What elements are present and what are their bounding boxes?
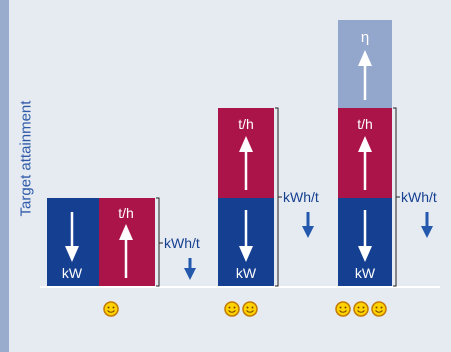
stage-1-th-arrowhead — [119, 224, 133, 240]
stage-2-smiley-icon-2 — [242, 301, 258, 317]
stage-2-kwht-label: kWh/t — [283, 189, 319, 205]
stage-1-kwht-label: kWh/t — [164, 235, 200, 251]
stage-2-group: t/h kW kWh/t — [218, 107, 319, 317]
stage-3-smiley-icon-1 — [335, 301, 351, 317]
stage-3-group: η t/h kW kWh/t — [335, 20, 437, 317]
stage-1-th-label: t/h — [118, 205, 134, 221]
stage-3-kw-arrowhead — [358, 246, 372, 262]
stage-3-th-arrowhead — [358, 136, 372, 152]
stage-3-eta-label: η — [361, 29, 369, 46]
stage-3-eta-arrowhead — [358, 50, 372, 66]
stage-2-smiley-icon-1 — [224, 301, 240, 317]
stage-1-kw-arrowhead — [65, 246, 79, 262]
stage-1-bracket — [156, 197, 160, 287]
stage-2-bracket — [275, 107, 279, 287]
stage-2-th-arrowhead — [239, 136, 253, 152]
stage-1-kw-label: kW — [62, 265, 83, 281]
stage-3-kw-label: kW — [355, 265, 376, 281]
stage-2-th-label: t/h — [238, 116, 254, 132]
stage-1-smiley-icon — [103, 301, 119, 317]
stage-2-kw-label: kW — [236, 265, 257, 281]
stage-3-th-label: t/h — [357, 116, 373, 132]
stage-3-bracket — [393, 107, 397, 287]
stage-3-smiley-icon-3 — [371, 301, 387, 317]
stage-3-smiley-icon-2 — [353, 301, 369, 317]
stage-3-kwht-label: kWh/t — [401, 189, 437, 205]
stage-2-kw-arrowhead — [239, 246, 253, 262]
stage-1-group: kW t/h kWh/t — [47, 197, 200, 317]
left-border-strip — [0, 0, 9, 352]
